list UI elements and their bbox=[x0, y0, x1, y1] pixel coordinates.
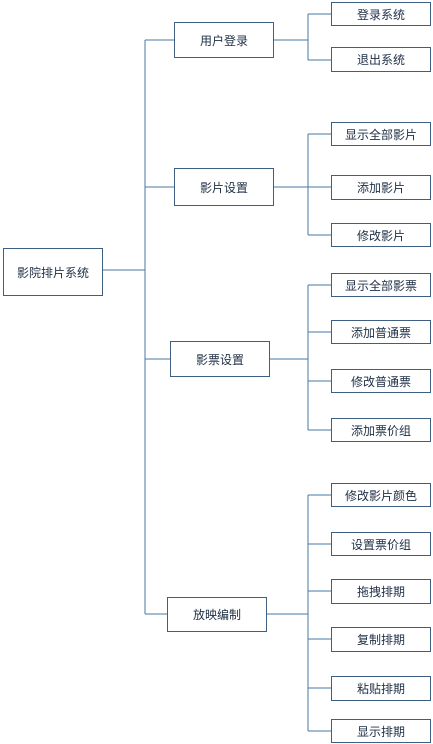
leaf-node-modify-film: 修改影片 bbox=[331, 223, 431, 247]
branch-node-user-login: 用户登录 bbox=[174, 22, 274, 58]
branch-node-film-settings: 影片设置 bbox=[174, 168, 274, 206]
leaf-node-modify-film-color: 修改影片颜色 bbox=[331, 483, 431, 507]
leaf-node-paste-schedule: 粘贴排期 bbox=[331, 676, 431, 701]
leaf-node-show-all-films: 显示全部影片 bbox=[331, 122, 431, 146]
leaf-node-add-regular-ticket: 添加普通票 bbox=[331, 320, 431, 344]
leaf-node-add-film: 添加影片 bbox=[331, 175, 431, 200]
leaf-node-show-all-tickets: 显示全部影票 bbox=[331, 273, 431, 297]
leaf-node-login-system: 登录系统 bbox=[331, 2, 431, 26]
branch-node-screening-schedule: 放映编制 bbox=[167, 597, 267, 632]
branch-node-ticket-settings: 影票设置 bbox=[170, 341, 270, 377]
leaf-node-modify-regular-ticket: 修改普通票 bbox=[331, 369, 431, 393]
leaf-node-copy-schedule: 复制排期 bbox=[331, 627, 431, 652]
root-node: 影院排片系统 bbox=[3, 248, 103, 296]
leaf-node-show-schedule: 显示排期 bbox=[331, 719, 431, 743]
leaf-node-set-price-group: 设置票价组 bbox=[331, 532, 431, 556]
leaf-node-logout-system: 退出系统 bbox=[331, 47, 431, 72]
leaf-node-drag-schedule: 拖拽排期 bbox=[331, 579, 431, 604]
leaf-node-add-price-group: 添加票价组 bbox=[331, 418, 431, 442]
